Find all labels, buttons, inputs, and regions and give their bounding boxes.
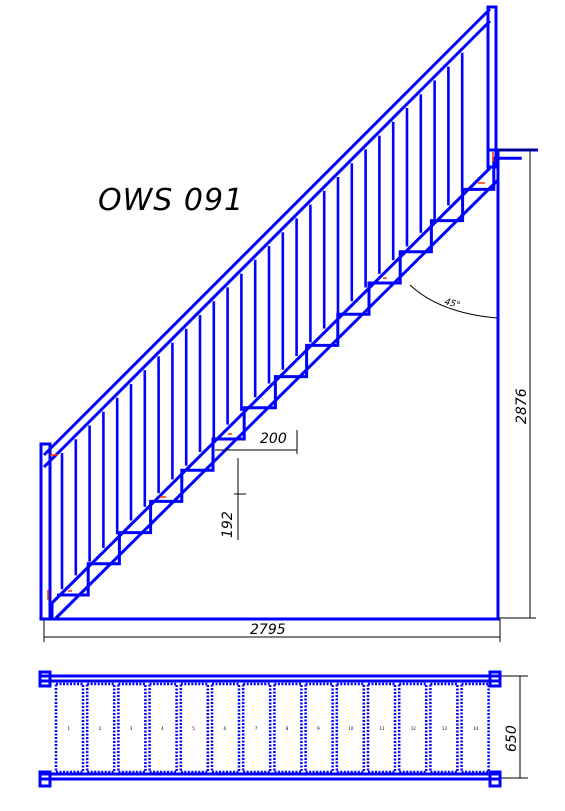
- plan-step-number: 1: [68, 726, 71, 731]
- plan-step-number: 3: [130, 726, 133, 731]
- plan-tread: [210, 682, 241, 774]
- plan-step-number: 10: [348, 726, 354, 731]
- plan-tread: [241, 682, 272, 774]
- plan-step-number: 14: [473, 726, 479, 731]
- plan-step-number: 8: [286, 726, 289, 731]
- plan-tread: [397, 682, 428, 774]
- plan-frame: [38, 670, 502, 788]
- plan-tread: [85, 682, 116, 774]
- plan-tread: [335, 682, 366, 774]
- plan-step-number: 7: [255, 726, 258, 731]
- plan-tread: [460, 682, 490, 774]
- plan-tread: [366, 682, 397, 774]
- plan-step-number: 13: [442, 726, 448, 731]
- stair-width-label: 650: [504, 725, 520, 752]
- top-newel-post: [486, 5, 498, 169]
- plan-tread: [117, 682, 147, 774]
- total-height-label: 2876: [514, 388, 530, 424]
- total-length-label: 2795: [250, 622, 286, 638]
- dimension-labels: 200 192 2876 2795 45° 650: [220, 297, 530, 752]
- step-profile: [57, 156, 522, 597]
- elevation-view: [39, 5, 538, 621]
- plan-step-number: 4: [161, 726, 164, 731]
- plan-step-number: 11: [380, 726, 386, 731]
- plan-step-number: 9: [317, 726, 320, 731]
- red-markers: [47, 152, 494, 600]
- dimensions: [43, 149, 536, 779]
- plan-step-number: 5: [192, 726, 195, 731]
- angle-label: 45°: [443, 297, 461, 311]
- plan-tread: [304, 682, 334, 774]
- plan-step-number: 2: [99, 726, 102, 731]
- handrail: [42, 7, 492, 469]
- plan-tread: [148, 682, 178, 774]
- drawing-title: OWS 091: [98, 183, 244, 218]
- baluster-group: [60, 52, 464, 590]
- step-outline: [57, 156, 522, 597]
- tread-depth-label: 200: [260, 431, 287, 447]
- riser-height-label: 192: [220, 511, 236, 538]
- plan-tread: [429, 682, 459, 774]
- plan-tread: [179, 682, 210, 774]
- plan-tread: [54, 682, 85, 774]
- plan-tread: [273, 682, 303, 774]
- plan-step-number: 12: [411, 726, 417, 731]
- plan-step-number: 6: [224, 726, 227, 731]
